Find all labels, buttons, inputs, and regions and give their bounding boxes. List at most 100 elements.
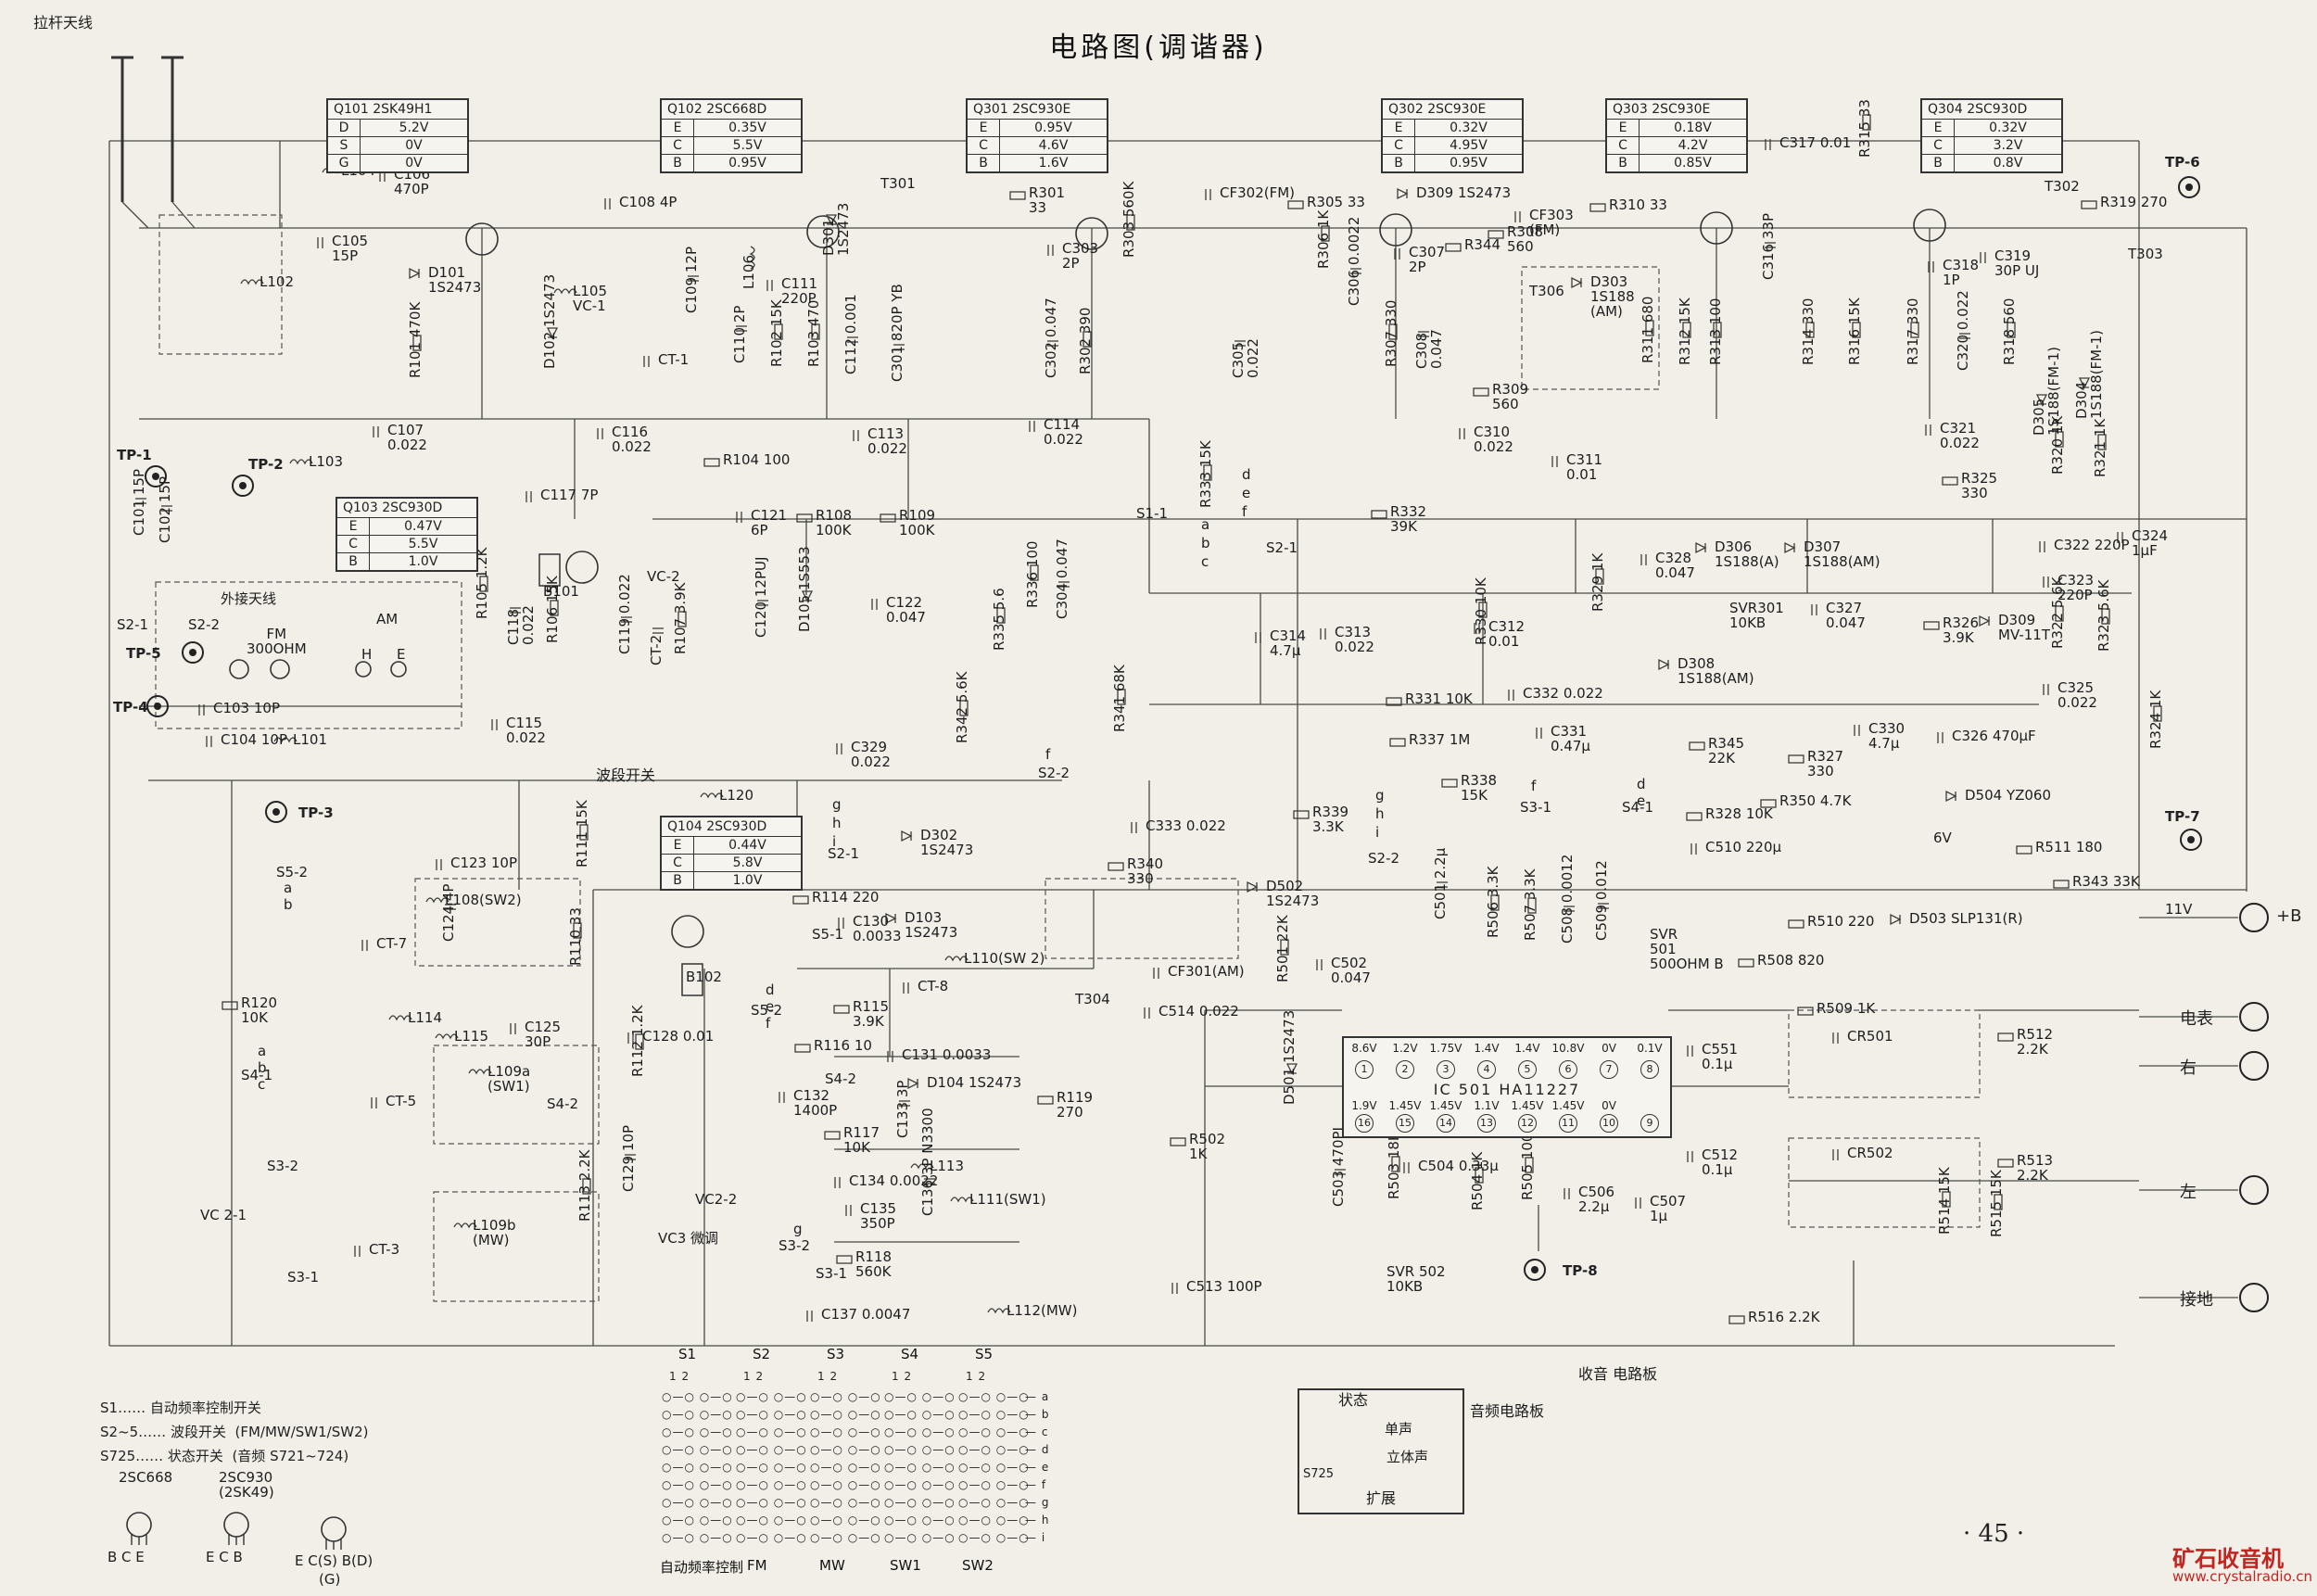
switch-contact-cell: ○—○ ○—○ xyxy=(810,1408,881,1421)
component-label: R502 1K xyxy=(1189,1131,1226,1163)
component-label: D104 1S2473 xyxy=(927,1074,1022,1091)
component-label: S2-1 xyxy=(117,616,149,633)
component-label: R319 270 xyxy=(2100,194,2168,210)
switch-column-sub: 1 2 xyxy=(669,1370,690,1383)
component-label: R103 470 xyxy=(805,299,822,367)
status-mono: 单声 xyxy=(1385,1421,1413,1438)
switch-row-letter: — d xyxy=(1025,1443,1050,1456)
component-label: L111(SW1) xyxy=(969,1191,1046,1208)
watermark-title: 矿石收音机 xyxy=(2172,1546,2284,1572)
component-label: C130 0.0033 xyxy=(853,913,902,945)
switch-contact-cell: ○—○ ○—○ xyxy=(958,1390,1030,1403)
component-label: R119 270 xyxy=(1057,1089,1094,1121)
component-label: R317 330 xyxy=(1905,298,1921,365)
component-label: C318 1P xyxy=(1943,257,1980,289)
switch-contact-cell: ○—○ ○—○ xyxy=(958,1408,1030,1421)
component-label: g xyxy=(832,796,842,813)
switch-bottom-label: FM xyxy=(747,1557,767,1574)
audio-board-label: 音频电路板 xyxy=(1470,1402,1545,1420)
test-point-label: TP-4 xyxy=(113,699,148,716)
switch-contact-cell: ○—○ ○—○ xyxy=(662,1390,733,1403)
pin-voltage: 1.0V xyxy=(732,873,763,888)
component-label: C308 0.047 xyxy=(1413,329,1446,369)
radio-board-label: 收音 电路板 xyxy=(1578,1365,1658,1383)
ic-pin-voltage: 1.4V xyxy=(1474,1042,1500,1055)
component-label: R510 220 xyxy=(1807,913,1875,930)
component-label: L103 xyxy=(309,453,343,470)
component-label: L105 VC-1 xyxy=(573,283,607,315)
table-header: Q104 2SC930D xyxy=(662,817,801,837)
switch-contact-cell: ○—○ ○—○ xyxy=(884,1514,956,1526)
component-label: C504 0.33μ xyxy=(1418,1158,1499,1174)
component-label: R325 330 xyxy=(1961,470,1998,502)
component-label: C107 0.022 xyxy=(387,422,427,454)
switch-row-letter: — h xyxy=(1025,1514,1050,1526)
component-label: D309 MV-11T xyxy=(1998,612,2050,644)
ic-pin-number: 10 xyxy=(1589,1114,1629,1133)
ic-pin-voltage: 1.9V xyxy=(1351,1099,1377,1112)
component-label: T304 xyxy=(1075,991,1110,1007)
component-label: R509 1K xyxy=(1817,1000,1876,1017)
test-point-label: TP-8 xyxy=(1563,1262,1598,1279)
component-label: R108 100K xyxy=(816,507,853,539)
component-label: L108(SW2) xyxy=(445,892,522,908)
component-label: L106 xyxy=(741,255,757,289)
pin-name: E xyxy=(662,120,694,136)
component-label: g xyxy=(1375,787,1385,804)
component-label: C115 0.022 xyxy=(506,715,546,747)
component-label: D501 1S2473 xyxy=(1281,1009,1298,1105)
ic-pin-voltage: 1.1V xyxy=(1474,1099,1500,1112)
component-label: R308 560 xyxy=(1507,223,1544,256)
pin-name: B xyxy=(1383,155,1415,171)
component-label: R303 560K xyxy=(1121,181,1137,258)
terminal-label: 接地 xyxy=(2180,1290,2213,1310)
ic-pin-number: 13 xyxy=(1466,1114,1507,1133)
switch-contact-cell: ○—○ ○—○ xyxy=(958,1443,1030,1456)
ic-pin-voltage: 1.45V xyxy=(1511,1099,1544,1112)
component-label: R506 3.3K xyxy=(1485,866,1501,938)
switch-bottom-label: SW1 xyxy=(890,1557,921,1574)
component-label: C104 10P xyxy=(221,731,288,748)
component-label: C122 0.047 xyxy=(886,594,926,627)
pinout-pins-1: B C E xyxy=(108,1549,145,1565)
component-label: T306 xyxy=(1529,283,1564,299)
component-label: D504 YZ060 xyxy=(1965,787,2052,804)
component-label: C307 2P xyxy=(1409,244,1446,276)
component-label: C137 0.0047 xyxy=(821,1306,911,1323)
ic-pin-number: 9 xyxy=(1629,1114,1670,1133)
component-label: C114 0.022 xyxy=(1044,416,1083,449)
component-label: L109b (MW) xyxy=(473,1217,516,1249)
component-label: R106 15K xyxy=(544,576,561,643)
pin-name: C xyxy=(1383,137,1415,154)
component-label: R344 xyxy=(1464,236,1501,253)
component-label: T303 xyxy=(2128,246,2163,262)
component-label: R101 470K xyxy=(407,301,424,378)
switch-column-header: S3 xyxy=(827,1346,845,1362)
component-label: R116 10 xyxy=(814,1037,872,1054)
ic-pin-number: 12 xyxy=(1507,1114,1548,1133)
component-label: R323 5.6K xyxy=(2095,579,2112,652)
component-label: CT-3 xyxy=(369,1241,400,1258)
component-label: C136 3P N3300 xyxy=(919,1108,936,1216)
switch-contact-cell: ○—○ ○—○ xyxy=(662,1408,733,1421)
component-label: R109 100K xyxy=(899,507,936,539)
component-label: R318 560 xyxy=(2001,298,2018,365)
component-label: C117 7P xyxy=(540,487,599,503)
legend-line-2: S2~5…… 波段开关 (FM/MW/SW1/SW2) xyxy=(100,1424,369,1440)
component-label: h xyxy=(1375,805,1385,822)
component-label: f xyxy=(1045,746,1051,763)
component-label: f xyxy=(766,1015,771,1032)
pin-name: S xyxy=(328,137,361,154)
component-label: S5-2 xyxy=(751,1002,783,1019)
ic-pin-voltage: 1.4V xyxy=(1514,1042,1540,1055)
pin-name: C xyxy=(1607,137,1640,154)
component-label: C111 220P xyxy=(781,275,818,308)
legend-line-1: S1…… 自动频率控制开关 xyxy=(100,1400,261,1416)
pin-voltage: 3.2V xyxy=(1993,138,2023,153)
component-label: E xyxy=(397,646,406,663)
component-label: D101 1S2473 xyxy=(428,264,482,297)
component-label: R503 18K xyxy=(1386,1132,1402,1199)
